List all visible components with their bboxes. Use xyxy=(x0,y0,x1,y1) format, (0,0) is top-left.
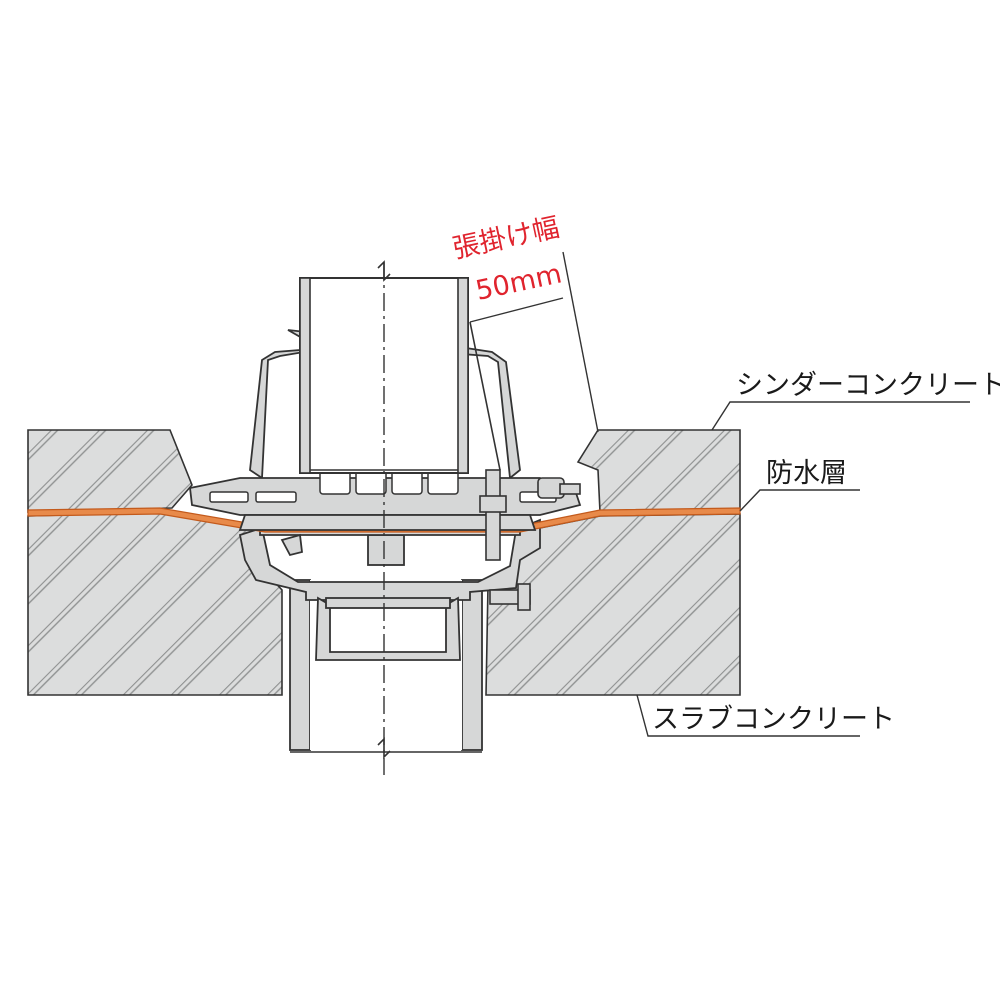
label-waterproof-layer: 防水層 xyxy=(766,458,847,489)
cinder-concrete-layer xyxy=(27,429,741,513)
slab-concrete-layer xyxy=(27,511,741,696)
leader-waterproof xyxy=(739,489,860,512)
cinder-concrete-left xyxy=(27,429,193,513)
leader-slab xyxy=(636,694,860,737)
clamp-bolt xyxy=(469,321,581,611)
overlap-width-dimension: 張掛け幅 50mm xyxy=(450,212,599,433)
dimension-value: 50mm xyxy=(473,258,565,306)
center-line xyxy=(377,260,391,775)
leader-cinder xyxy=(711,401,970,431)
dimension-title: 張掛け幅 xyxy=(450,212,562,265)
cinder-concrete-right xyxy=(576,429,741,513)
label-slab-concrete: スラブコンクリート xyxy=(652,704,895,735)
label-cinder-concrete: シンダーコンクリート xyxy=(736,370,1000,401)
leaders xyxy=(636,401,970,737)
